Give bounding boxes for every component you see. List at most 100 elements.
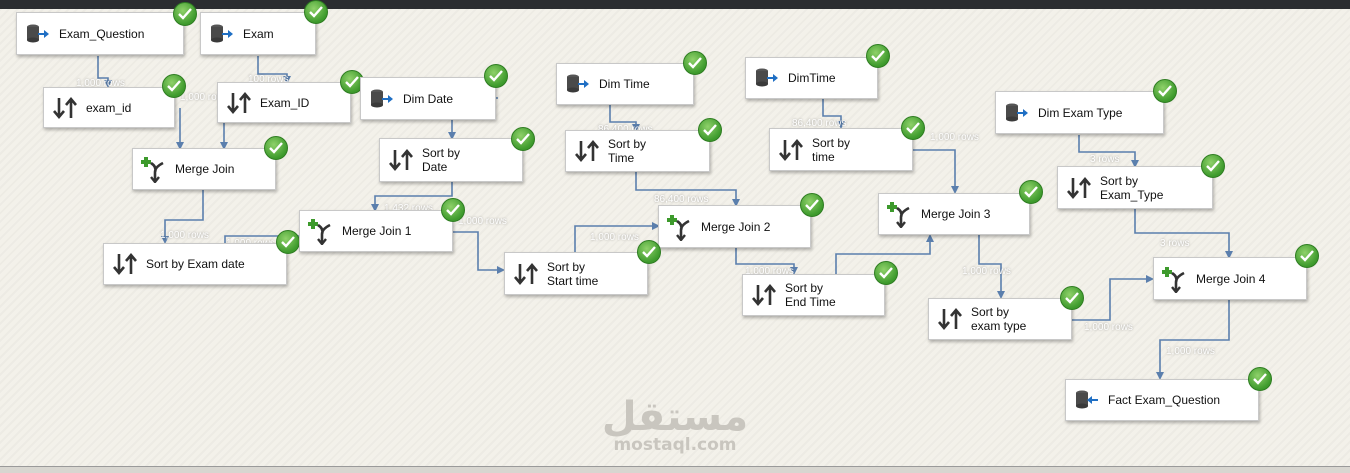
sort-icon (52, 96, 77, 120)
row-count-label: 1,000 rows (76, 78, 125, 89)
node-merge-join-3[interactable]: Merge Join 3 (878, 193, 1030, 235)
row-count-label: 86,400 rows (654, 194, 709, 205)
sort-icon (937, 307, 962, 331)
row-count-label: 100 rows (248, 74, 289, 85)
row-count-label: 1,000 rows (930, 132, 979, 143)
row-count-label: 3 rows (1160, 238, 1190, 249)
node-sort-by-exam-date[interactable]: Sort by Exam date (103, 243, 287, 285)
node-exam-question-source[interactable]: Exam_Question (16, 12, 184, 55)
node-label: Sort by exam type (971, 305, 1027, 333)
merge-join-icon (887, 202, 911, 229)
node-sort-by-time[interactable]: Sort by Time (565, 130, 710, 172)
node-dim-date-source[interactable]: Dim Date (360, 77, 496, 120)
node-sort-by-time-2[interactable]: Sort by time (769, 128, 913, 171)
sort-icon (778, 138, 803, 162)
watermark-arabic: مستقل (601, 394, 749, 440)
node-sort-by-exam-type-upper[interactable]: Sort by Exam_Type (1057, 166, 1213, 209)
node-merge-join-4[interactable]: Merge Join 4 (1153, 257, 1307, 300)
sort-icon (513, 262, 538, 286)
node-merge-join[interactable]: Merge Join (132, 148, 276, 190)
node-label: Sort by Start time (547, 259, 599, 288)
node-exam-source[interactable]: Exam (200, 12, 316, 55)
source-icon (754, 66, 778, 90)
success-check-icon (1201, 154, 1225, 178)
sort-icon (112, 252, 137, 276)
sort-icon (226, 91, 251, 115)
node-label: Merge Join (175, 162, 235, 176)
success-check-icon (276, 230, 300, 254)
node-sort-exam-id[interactable]: exam_id (43, 87, 175, 128)
source-icon (209, 22, 233, 46)
sort-icon (388, 148, 413, 172)
node-sort-by-start-time[interactable]: Sort by Start time (504, 252, 648, 295)
source-icon (25, 22, 49, 46)
path-sorttype2-to-mergejoin4 (1072, 275, 1154, 321)
success-check-icon (511, 127, 535, 151)
row-count-label: 3 rows (1090, 154, 1120, 165)
merge-join-icon (141, 157, 165, 184)
sort-icon (751, 283, 776, 307)
merge-join-icon (667, 214, 691, 242)
success-check-icon (866, 44, 890, 68)
path-mergejoin4-to-fact (1156, 300, 1230, 380)
node-dim-exam-type-source[interactable]: Dim Exam Type (995, 91, 1164, 134)
node-label: Exam_ID (260, 95, 310, 110)
node-label: Merge Join 1 (342, 224, 412, 238)
watermark-logo: مستقل mostaql.com (600, 395, 750, 455)
success-check-icon (173, 2, 197, 26)
node-dimtime-source[interactable]: DimTime (745, 57, 878, 99)
node-dim-time-source[interactable]: Dim Time (556, 63, 694, 105)
source-icon (369, 87, 393, 111)
node-label: Merge Join 3 (921, 207, 991, 221)
sort-icon (1066, 176, 1091, 200)
window-bottom-bar (0, 466, 1350, 473)
success-check-icon (1153, 79, 1177, 103)
node-sort-by-date[interactable]: Sort by Date (379, 138, 523, 182)
success-check-icon (637, 240, 661, 264)
watermark-latin: mostaql.com (613, 435, 737, 455)
node-label: exam_id (86, 100, 132, 115)
node-sort-by-exam-type-lower[interactable]: Sort by exam type (928, 298, 1072, 340)
source-icon (1004, 101, 1028, 125)
node-label: Sort by time (812, 135, 851, 164)
success-check-icon (800, 193, 824, 217)
node-merge-join-2[interactable]: Merge Join 2 (658, 205, 811, 248)
merge-join-icon (308, 219, 332, 246)
row-count-label: 1,000 rows (160, 230, 209, 241)
path-sorttime2-to-mergejoin3 (912, 149, 959, 194)
node-label: Merge Join 2 (701, 219, 771, 234)
node-sort-exam-ID[interactable]: Exam_ID (217, 82, 351, 123)
success-check-icon (484, 64, 508, 88)
node-label: Sort by Exam date (146, 257, 245, 271)
node-label: Sort by Time (608, 137, 647, 165)
node-label: Merge Join 4 (1196, 271, 1266, 286)
success-check-icon (874, 261, 898, 285)
node-merge-join-1[interactable]: Merge Join 1 (299, 210, 453, 252)
success-check-icon (1060, 286, 1084, 310)
row-count-label: 1,000 rows (458, 216, 507, 227)
node-sort-by-end-time[interactable]: Sort by End Time (742, 274, 885, 316)
node-fact-exam-question-destination[interactable]: Fact Exam_Question (1065, 379, 1259, 421)
sort-icon (574, 139, 599, 163)
row-count-label: 1,000 rows (962, 266, 1011, 277)
success-check-icon (162, 74, 186, 98)
node-label: Dim Exam Type (1038, 105, 1123, 120)
node-label: Dim Date (403, 91, 454, 106)
success-check-icon (683, 51, 707, 75)
node-label: Sort by Exam_Type (1100, 173, 1164, 202)
source-icon (565, 72, 589, 96)
row-count-label: 1,432 rows (384, 203, 433, 214)
success-check-icon (264, 136, 288, 160)
success-check-icon (698, 118, 722, 142)
row-count-label: 1,000 rows (1166, 346, 1215, 357)
node-label: Fact Exam_Question (1108, 393, 1221, 407)
row-count-label: 1,000 rows (745, 266, 794, 277)
destination-icon (1074, 388, 1098, 412)
node-label: Exam_Question (59, 26, 145, 41)
row-count-label: 1,000 rows (590, 232, 639, 243)
merge-join-icon (1162, 266, 1186, 294)
row-count-label: 86,400 rows (792, 118, 847, 129)
node-label: Dim Time (599, 77, 650, 91)
node-label: DimTime (788, 71, 836, 85)
success-check-icon (441, 198, 465, 222)
